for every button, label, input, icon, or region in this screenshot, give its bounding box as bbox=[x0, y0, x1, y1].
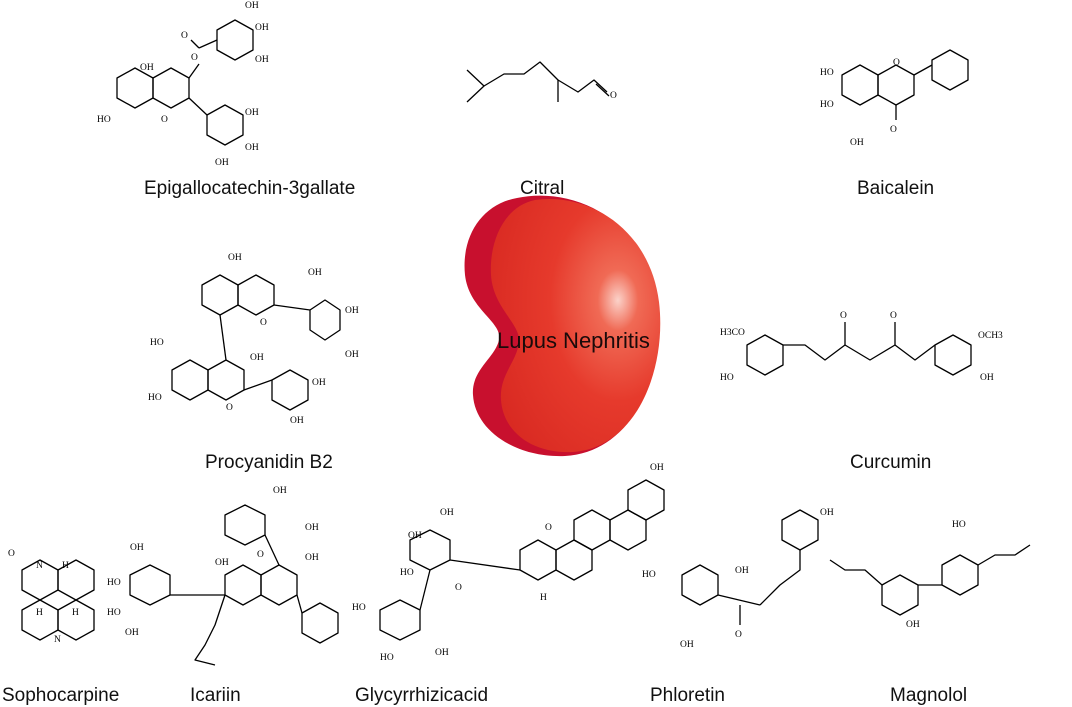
svg-text:O: O bbox=[257, 550, 264, 560]
svg-text:O: O bbox=[161, 115, 168, 125]
structure-baicalein: O O HO HO OH bbox=[820, 49, 969, 148]
svg-text:OH: OH bbox=[255, 23, 269, 33]
svg-text:OH: OH bbox=[250, 353, 264, 363]
svg-text:OH: OH bbox=[820, 508, 834, 518]
structure-glycyrrhizic-acid: OH O OH OH HO HO HO OH O H bbox=[352, 463, 665, 663]
svg-text:OH: OH bbox=[850, 138, 864, 148]
svg-text:HO: HO bbox=[720, 373, 734, 383]
svg-text:OH: OH bbox=[345, 306, 359, 316]
svg-text:O: O bbox=[890, 125, 897, 135]
compound-label: Sophocarpine bbox=[2, 685, 120, 706]
compound-label: Phloretin bbox=[650, 685, 725, 706]
compound-label: Glycyrrhizicacid bbox=[355, 685, 489, 706]
structure-phloretin: OH HO OH O OH bbox=[642, 508, 834, 650]
svg-text:N: N bbox=[54, 635, 61, 645]
svg-text:OH: OH bbox=[215, 558, 229, 568]
svg-text:OH: OH bbox=[408, 531, 422, 541]
compound-label: Baicalein bbox=[857, 178, 935, 199]
svg-text:HO: HO bbox=[107, 578, 121, 588]
svg-text:OH: OH bbox=[273, 486, 287, 496]
svg-text:O: O bbox=[8, 549, 15, 559]
svg-text:O: O bbox=[610, 91, 617, 101]
svg-text:O: O bbox=[890, 311, 897, 321]
svg-text:OH: OH bbox=[980, 373, 994, 383]
svg-text:HO: HO bbox=[97, 115, 111, 125]
svg-text:H: H bbox=[72, 608, 79, 618]
svg-text:OH: OH bbox=[255, 55, 269, 65]
compound-label: Epigallocatechin-3gallate bbox=[144, 178, 356, 199]
svg-text:OH: OH bbox=[305, 523, 319, 533]
svg-text:OH: OH bbox=[650, 463, 664, 473]
svg-text:O: O bbox=[545, 523, 552, 533]
svg-text:OH: OH bbox=[245, 1, 259, 11]
structure-egcg: OH OH OH O O OH HO O OH OH OH bbox=[97, 1, 269, 168]
compound-label: Magnolol bbox=[890, 685, 968, 706]
kidney-icon bbox=[464, 195, 661, 457]
svg-text:O: O bbox=[181, 31, 188, 41]
compound-label: Procyanidin B2 bbox=[205, 452, 333, 473]
svg-text:O: O bbox=[735, 630, 742, 640]
svg-text:OH: OH bbox=[680, 640, 694, 650]
svg-text:OH: OH bbox=[440, 508, 454, 518]
svg-text:OH: OH bbox=[345, 350, 359, 360]
compound-label: Citral bbox=[520, 178, 565, 199]
compound-label: Icariin bbox=[190, 685, 241, 706]
svg-text:HO: HO bbox=[148, 393, 162, 403]
svg-text:HO: HO bbox=[820, 100, 834, 110]
svg-text:O: O bbox=[191, 53, 198, 63]
svg-text:OH: OH bbox=[308, 268, 322, 278]
structure-magnolol: HO OH bbox=[829, 520, 1031, 630]
svg-text:H: H bbox=[62, 561, 69, 571]
svg-text:OH: OH bbox=[312, 378, 326, 388]
svg-text:O: O bbox=[226, 403, 233, 413]
svg-text:OH: OH bbox=[435, 648, 449, 658]
svg-text:OH: OH bbox=[140, 63, 154, 73]
structure-procyanidin-b2: OH OH O OH OH HO OH HO O OH OH bbox=[148, 253, 359, 426]
svg-text:OH: OH bbox=[245, 143, 259, 153]
svg-text:HO: HO bbox=[352, 603, 366, 613]
structure-curcumin: O O H3CO HO OCH3 OH bbox=[720, 311, 1003, 383]
svg-text:HO: HO bbox=[150, 338, 164, 348]
svg-text:HO: HO bbox=[820, 68, 834, 78]
svg-text:HO: HO bbox=[400, 568, 414, 578]
svg-text:OH: OH bbox=[735, 566, 749, 576]
svg-text:O: O bbox=[840, 311, 847, 321]
svg-text:OH: OH bbox=[290, 416, 304, 426]
svg-text:OH: OH bbox=[228, 253, 242, 263]
svg-text:N: N bbox=[36, 561, 43, 571]
svg-text:HO: HO bbox=[952, 520, 966, 530]
svg-text:HO: HO bbox=[380, 653, 394, 663]
svg-text:OH: OH bbox=[130, 543, 144, 553]
center-label: Lupus Nephritis bbox=[497, 328, 650, 353]
svg-text:O: O bbox=[455, 583, 462, 593]
structure-sophocarpine: O N H H H N bbox=[8, 549, 95, 645]
structure-citral: O bbox=[466, 61, 617, 103]
svg-text:OH: OH bbox=[305, 553, 319, 563]
svg-text:OH: OH bbox=[125, 628, 139, 638]
svg-text:HO: HO bbox=[107, 608, 121, 618]
svg-text:OH: OH bbox=[245, 108, 259, 118]
svg-text:H3CO: H3CO bbox=[720, 328, 745, 338]
svg-text:H: H bbox=[36, 608, 43, 618]
svg-text:O: O bbox=[260, 318, 267, 328]
svg-text:O: O bbox=[893, 58, 900, 68]
svg-text:OCH3: OCH3 bbox=[978, 331, 1003, 341]
svg-text:OH: OH bbox=[906, 620, 920, 630]
structure-icariin: OH OH OH OH HO HO OH OH O bbox=[107, 486, 339, 666]
svg-text:H: H bbox=[540, 593, 547, 603]
svg-text:HO: HO bbox=[642, 570, 656, 580]
svg-text:OH: OH bbox=[215, 158, 229, 168]
compound-label: Curcumin bbox=[850, 452, 932, 473]
